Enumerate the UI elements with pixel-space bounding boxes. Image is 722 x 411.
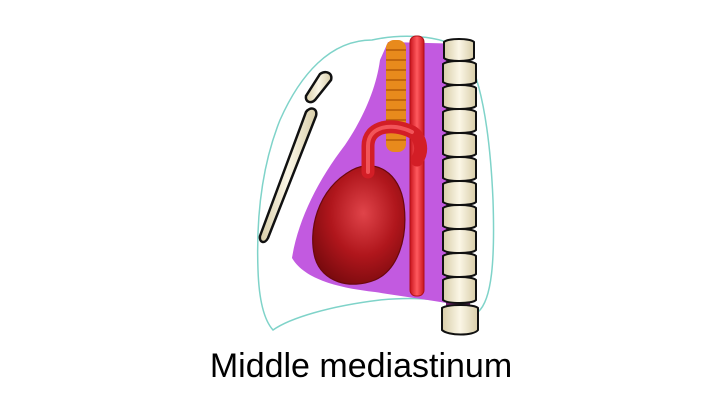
- sternum-icon: [258, 71, 333, 244]
- diagram-caption: Middle mediastinum: [209, 347, 513, 385]
- thorax-outline: [256, 35, 495, 331]
- spine-icon: [441, 38, 479, 336]
- aorta-icon: [361, 120, 428, 179]
- heart-icon: [312, 165, 406, 285]
